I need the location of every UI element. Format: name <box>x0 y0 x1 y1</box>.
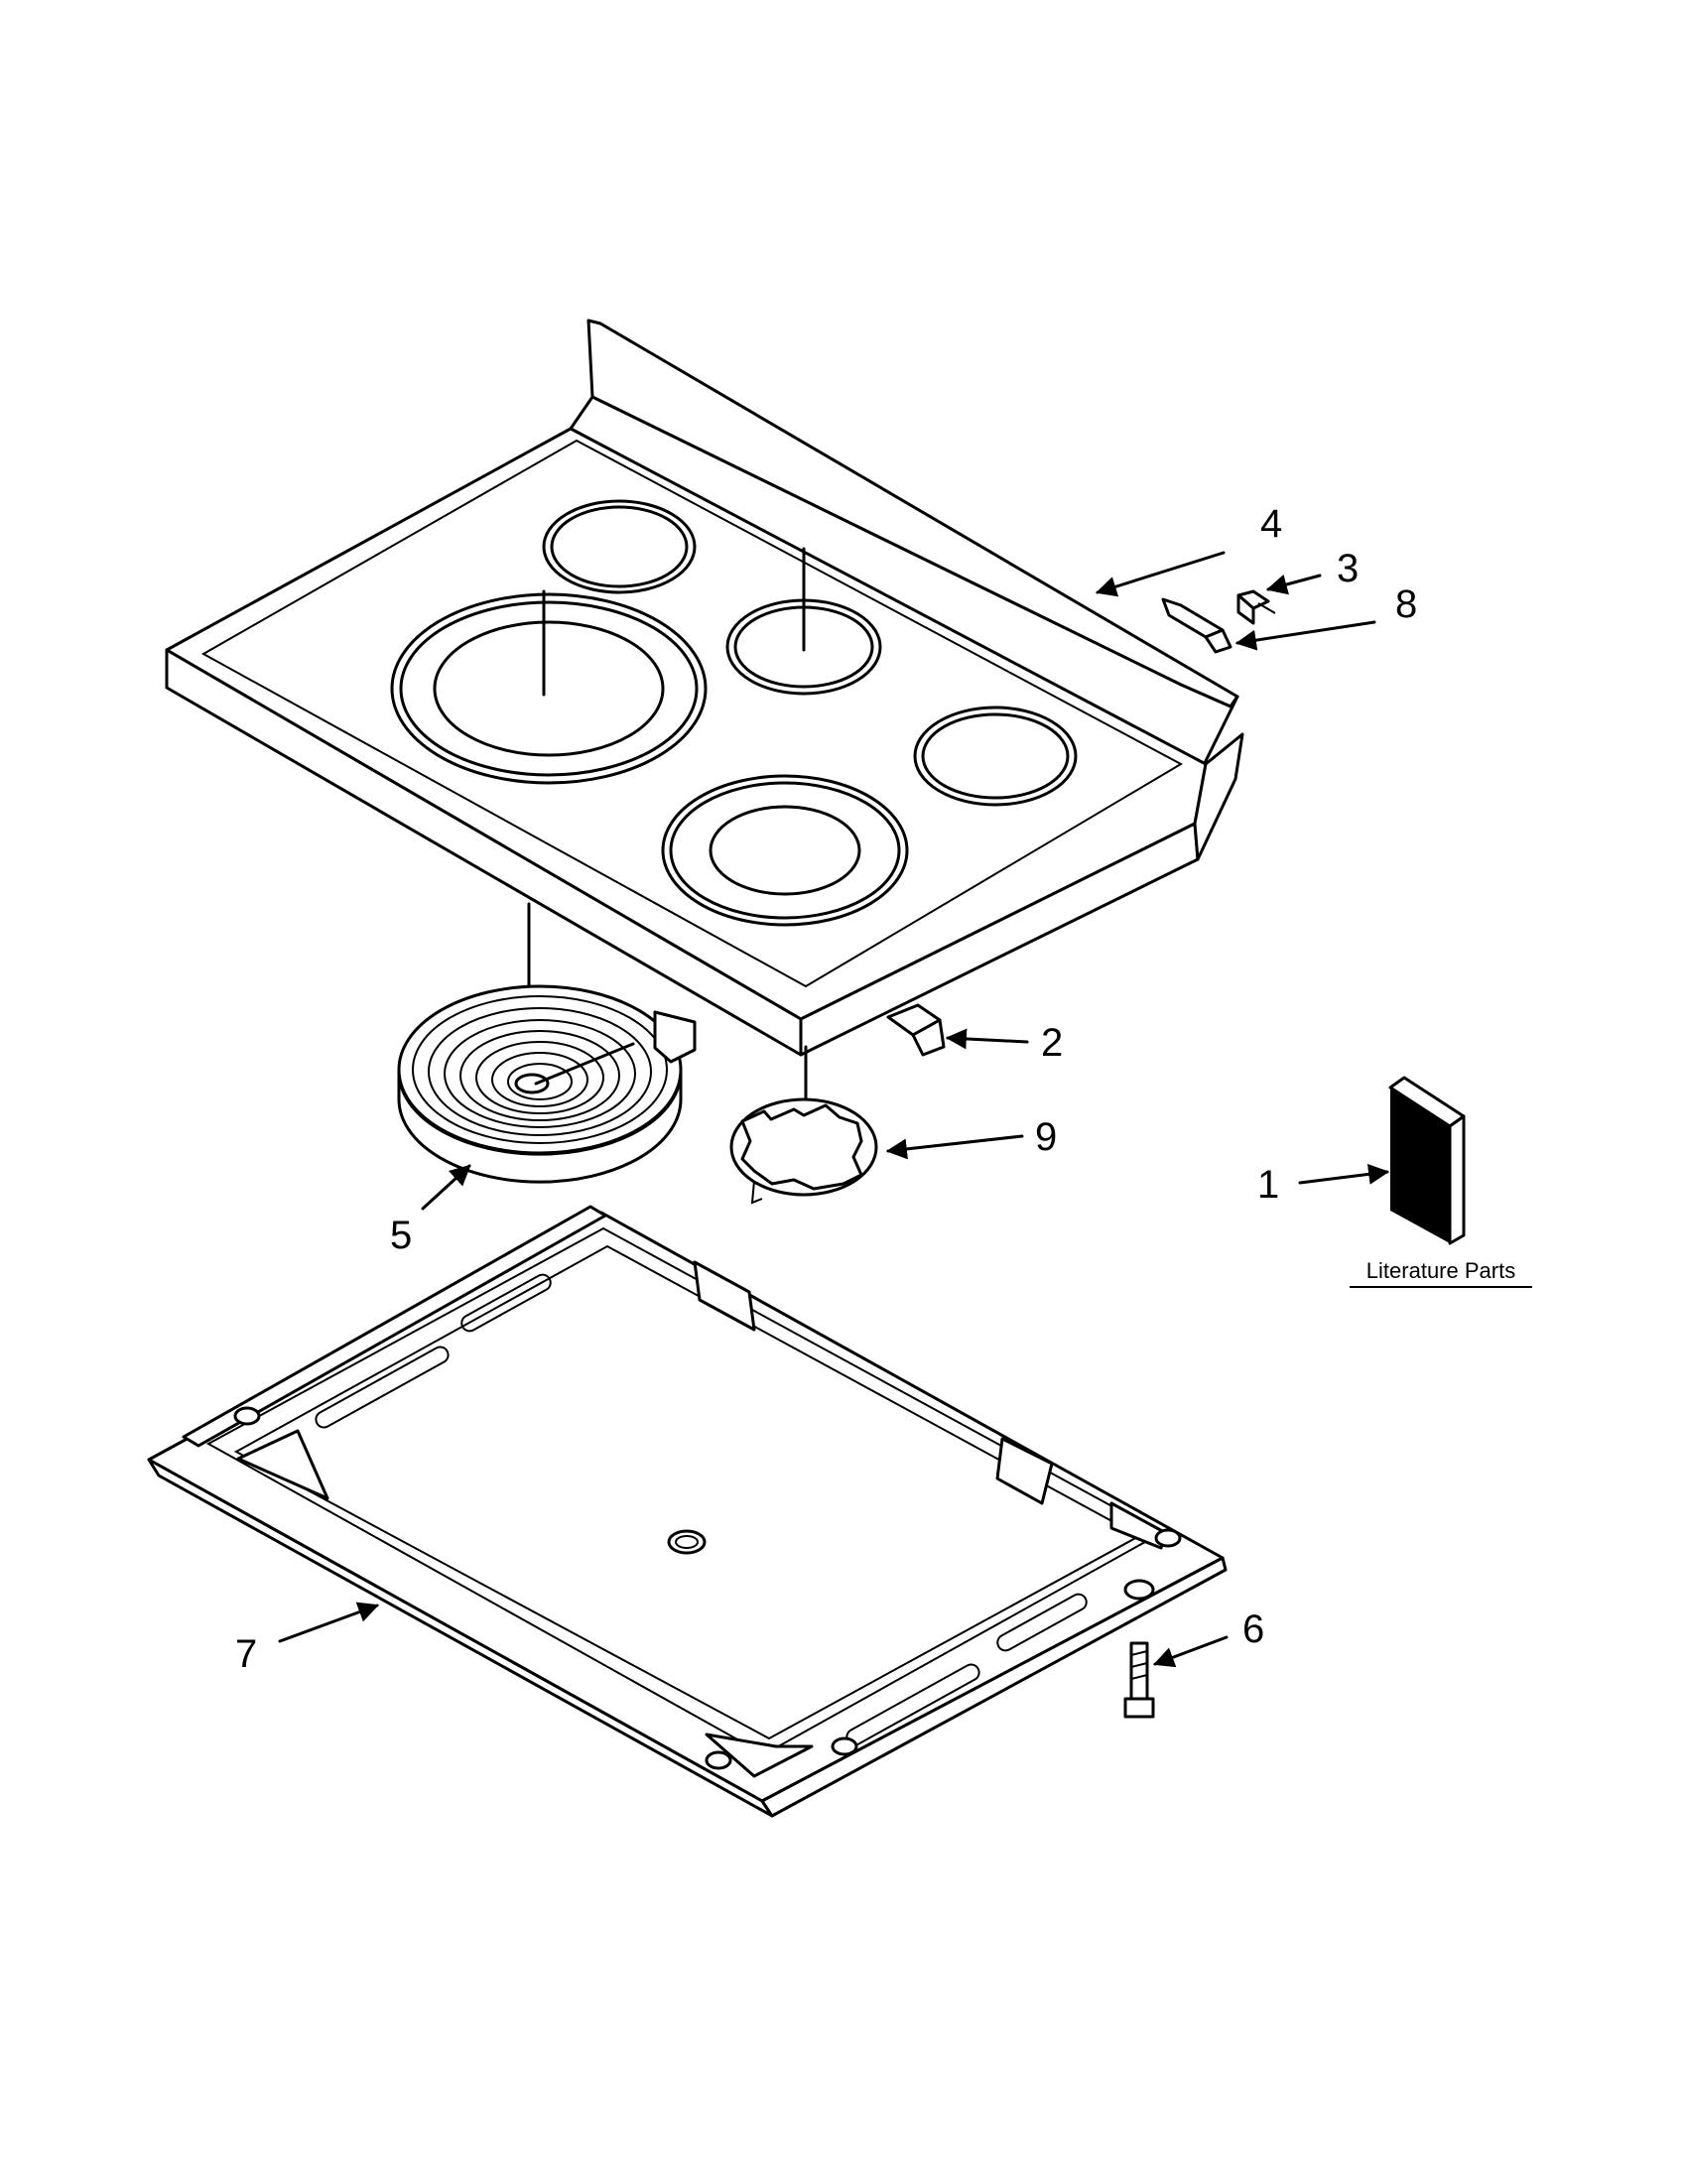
callout-3: 3 <box>1337 547 1359 590</box>
callout-1: 1 <box>1257 1163 1279 1207</box>
radiant-element-part-5 <box>397 984 697 1184</box>
burner-front-left-large <box>390 592 708 785</box>
clip-part-2 <box>886 1003 946 1057</box>
screw-part-3 <box>1236 589 1276 625</box>
burner-front-center <box>661 774 909 927</box>
burner-right <box>913 706 1078 807</box>
callout-5: 5 <box>390 1214 412 1257</box>
cooktop-main-top <box>165 319 1244 1161</box>
screw-part-6 <box>1123 1641 1155 1719</box>
bracket-part-8 <box>1161 597 1233 654</box>
literature-parts-booklet <box>1388 1076 1466 1245</box>
callout-2: 2 <box>1041 1021 1063 1065</box>
callout-7: 7 <box>235 1632 257 1676</box>
callout-9: 9 <box>1035 1115 1057 1159</box>
literature-parts-label: Literature Parts <box>1366 1258 1515 1283</box>
callout-4: 4 <box>1260 502 1282 546</box>
callout-arrows <box>278 551 1390 1668</box>
callout-6: 6 <box>1242 1607 1264 1651</box>
bottom-panel-part-7 <box>147 1205 1228 1818</box>
burner-insulator-part-9 <box>729 1097 878 1205</box>
callout-8: 8 <box>1395 582 1417 626</box>
burner-rear-left <box>542 499 697 594</box>
